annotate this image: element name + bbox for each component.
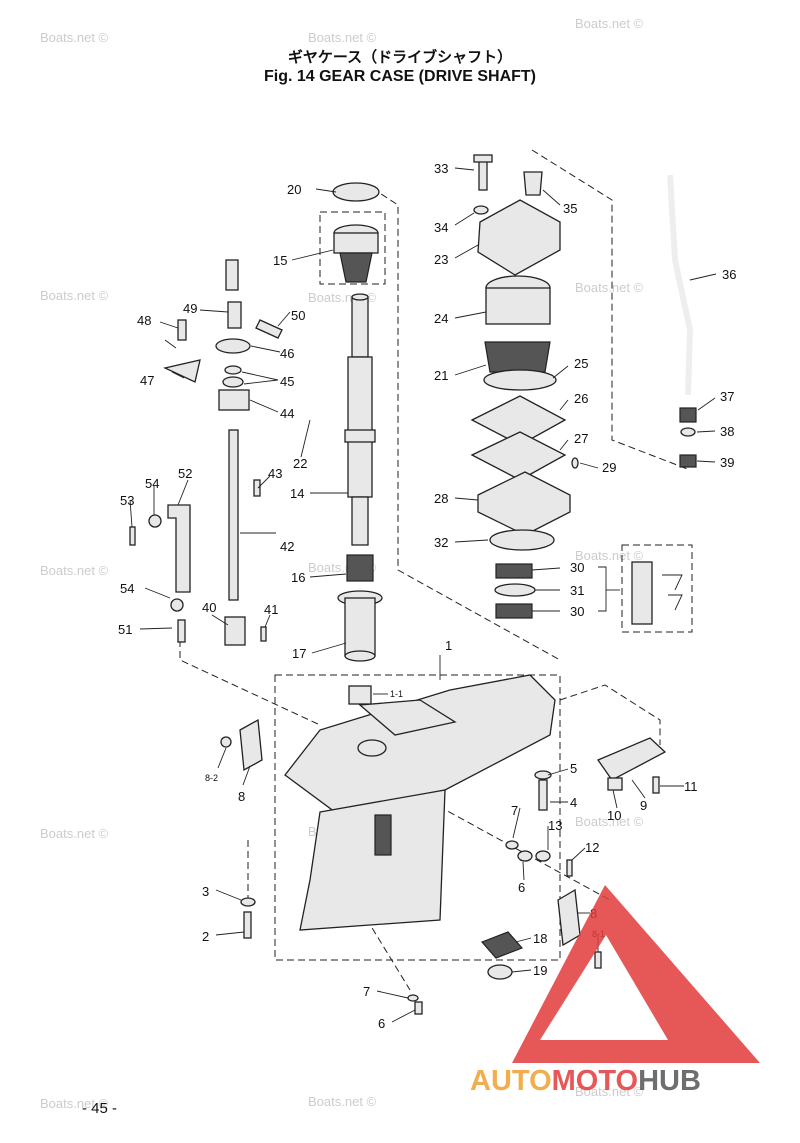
callout-7: 7 [511,803,518,818]
callout-10: 10 [607,808,621,823]
logo-word-hub: HUB [638,1065,701,1097]
watermark: Boats.net © [575,16,644,31]
drive-shaft [344,293,376,546]
watermark: Boats.net © [40,826,109,841]
callout-33: 33 [434,161,448,176]
watermark: Boats.net © [575,1084,644,1099]
callout-8: 8 [238,789,245,804]
watermark: Boats.net © [575,548,644,563]
callout-labels: 20 15 14 16 17 1 1-1 33 34 35 23 24 21 2… [118,161,736,1031]
callout-3: 3 [202,884,209,899]
callout-40: 40 [202,600,216,615]
water-pump-parts [470,154,579,619]
automotohub-logo: AUTOMOTOHUB [470,885,760,1097]
callout-8-2: 8-2 [205,773,218,783]
callout-37: 37 [720,389,734,404]
watermark: Boats.net © [40,288,109,303]
shim-20 [332,182,380,202]
callout-36: 36 [722,267,736,282]
watermarks: Boats.net © Boats.net © Boats.net © Boat… [40,16,644,1111]
logo-word-moto: MOTO [552,1065,638,1097]
callout-38: 38 [720,424,734,439]
water-tube [667,174,697,468]
callout-32: 32 [434,535,448,550]
callout-14: 14 [290,486,304,501]
callout-23: 23 [434,252,448,267]
logo-word-auto: AUTO [470,1065,552,1097]
callout-51: 51 [118,622,132,637]
callout-6: 6 [518,880,525,895]
callout-41: 41 [264,602,278,617]
callout-2: 2 [202,929,209,944]
callout-28: 28 [434,491,448,506]
logo-triangle [512,885,760,1063]
callout-49: 49 [183,301,197,316]
leader-lines [129,167,717,1023]
callout-12: 12 [585,840,599,855]
gear-case-housing [284,674,556,931]
title-japanese: ギヤケース（ドライブシャフト） [287,49,513,66]
callout-31: 31 [570,583,584,598]
logo-wordmark: AUTOMOTOHUB [470,1065,701,1097]
callout-54: 54 [120,581,134,596]
callout-15: 15 [273,253,287,268]
callout-35: 35 [563,201,577,216]
callout-22: 22 [293,456,307,471]
callout-45: 45 [280,374,294,389]
watermark: Boats.net © [308,1094,377,1109]
callout-6: 6 [378,1016,385,1031]
callout-48: 48 [137,313,151,328]
callout-25: 25 [574,356,588,371]
callout-18: 18 [533,931,547,946]
callout-50: 50 [291,308,305,323]
callout-46: 46 [280,346,294,361]
callout-54: 54 [145,476,159,491]
callout-26: 26 [574,391,588,406]
callout-20: 20 [287,182,301,197]
callout-43: 43 [268,466,282,481]
callout-39: 39 [720,455,734,470]
anode-and-trim-parts [220,718,667,1015]
callout-4: 4 [570,795,577,810]
callout-7: 7 [363,984,370,999]
callout-9: 9 [640,798,647,813]
callout-17: 17 [292,646,306,661]
shift-rod-parts [129,259,283,646]
callout-24: 24 [434,311,448,326]
callout-1-1: 1-1 [390,689,403,699]
callout-42: 42 [280,539,294,554]
callout-19: 19 [533,963,547,978]
callout-44: 44 [280,406,294,421]
callout-21: 21 [434,368,448,383]
inset-clip [631,561,683,625]
callout-27: 27 [574,431,588,446]
watermark: Boats.net © [40,30,109,45]
watermark: Boats.net © [575,280,644,295]
watermark: Boats.net © [308,30,377,45]
callout-11: 11 [684,779,698,794]
callout-29: 29 [602,460,616,475]
callout-5: 5 [570,761,577,776]
callout-34: 34 [434,220,448,235]
callout-16: 16 [291,570,305,585]
callout-1: 1 [445,638,452,653]
callout-47: 47 [140,373,154,388]
watermark: Boats.net © [40,563,109,578]
watermark: Boats.net © [575,814,644,829]
sleeve-parts [337,554,383,705]
figure-title: Fig. 14 GEAR CASE (DRIVE SHAFT) [263,68,537,85]
callout-53: 53 [120,493,134,508]
callout-30: 30 [570,604,584,619]
callout-13: 13 [548,818,562,833]
assembly-dashed-lines [179,149,693,991]
page-number: - 45 - [82,1100,118,1117]
bearing-15 [333,224,379,283]
callout-30: 30 [570,560,584,575]
callout-52: 52 [178,466,192,481]
watermark: Boats.net © [40,1096,109,1111]
